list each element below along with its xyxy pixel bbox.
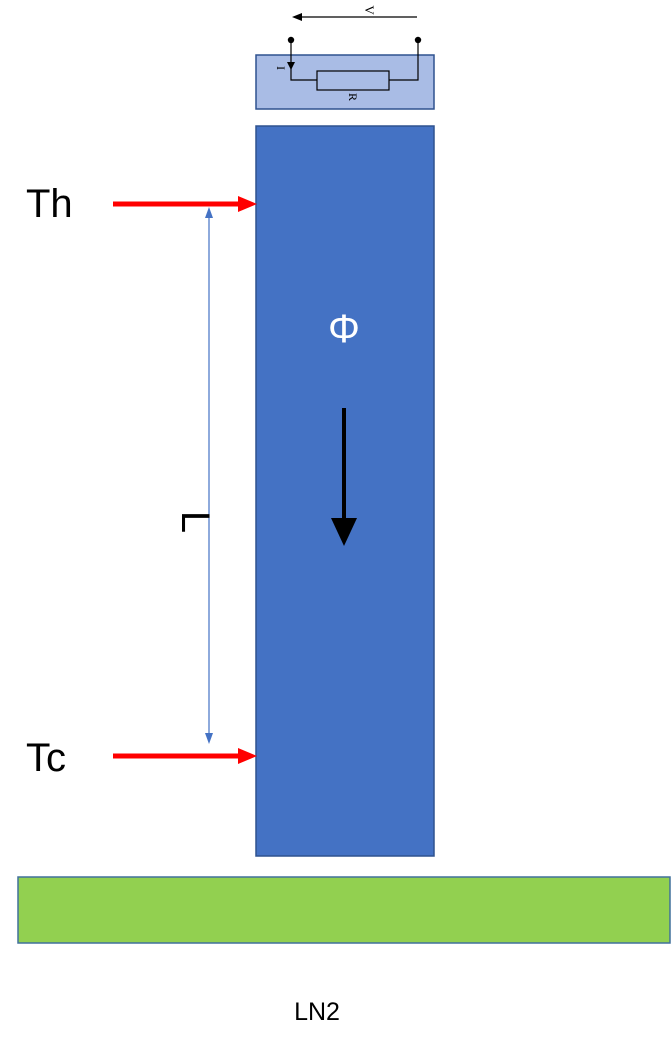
length-label: L: [173, 511, 217, 533]
ln2-label: LN2: [294, 998, 340, 1026]
flux-arrow: [331, 408, 357, 546]
resistor-label: R: [346, 93, 360, 101]
tc-label: Tc: [26, 736, 66, 780]
voltage-arrow-head: [292, 13, 302, 21]
voltage-label: V: [362, 5, 377, 15]
th-arrow-head: [238, 196, 257, 212]
tc-arrow-head: [238, 748, 257, 764]
wire-right: [389, 40, 419, 81]
heater-box: [255, 54, 435, 110]
current-arrow-head: [287, 62, 295, 70]
current-label: I: [274, 66, 288, 70]
wire-left: [290, 40, 317, 81]
resistor-symbol: [316, 70, 390, 91]
heater-circuit: V I R: [255, 5, 435, 110]
length-dimension: [205, 207, 213, 744]
flux-label: Φ: [328, 307, 360, 351]
th-label: Th: [26, 182, 73, 226]
ln2-bath: [17, 876, 671, 944]
